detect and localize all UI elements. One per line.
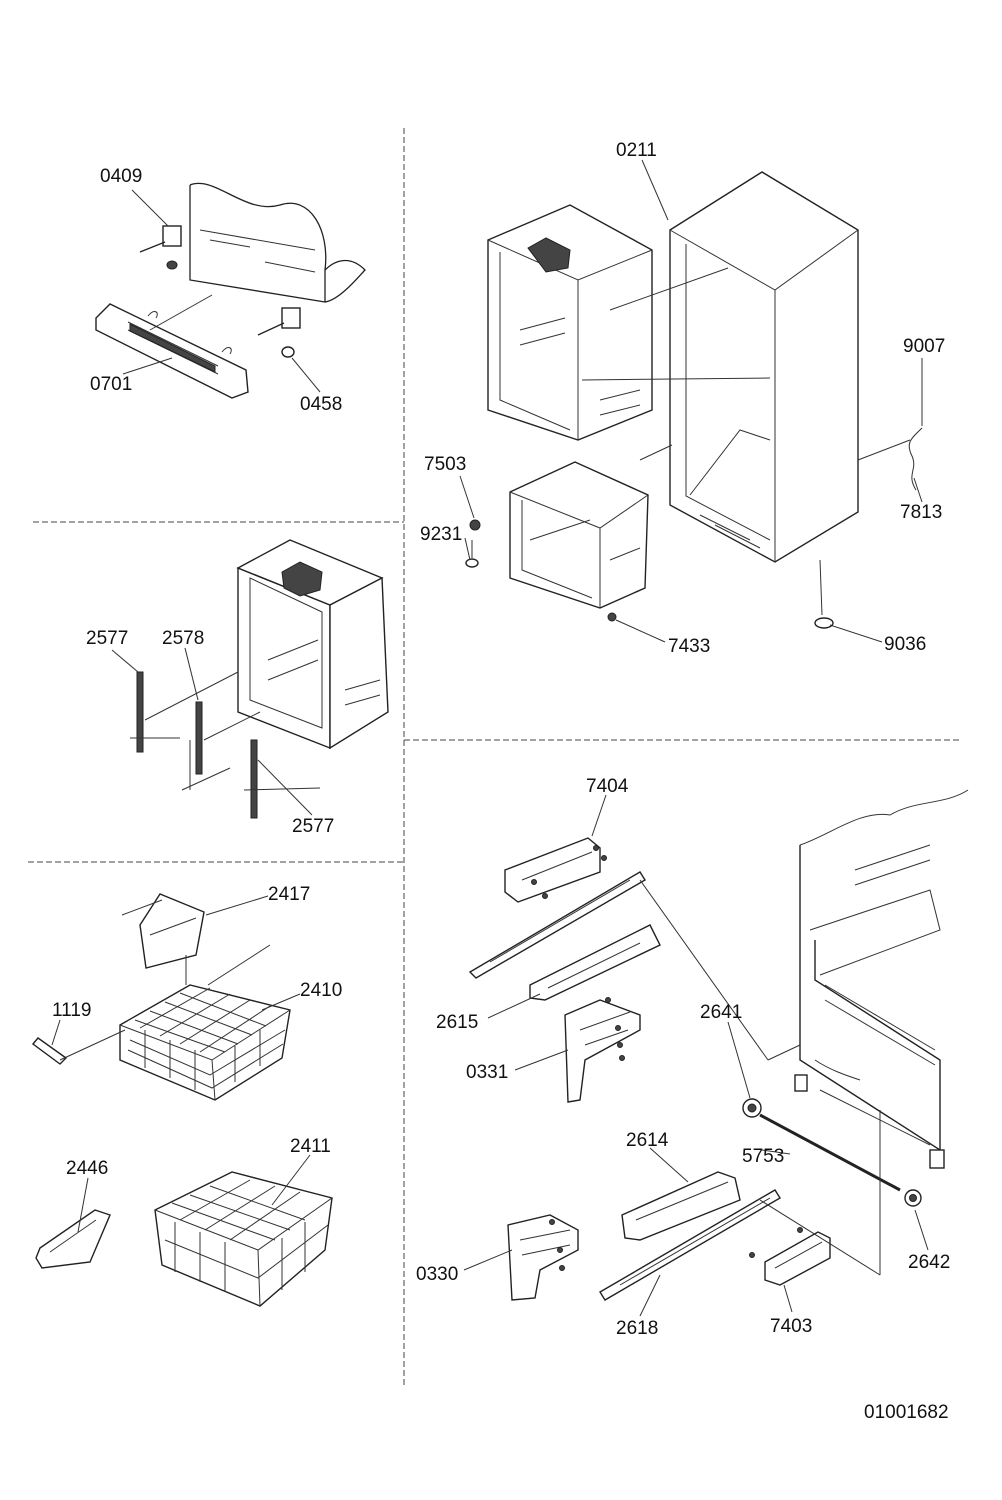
section-a-front-bracket: [95, 182, 366, 399]
label-2577-top: 2577: [86, 628, 128, 649]
label-2618: 2618: [616, 1318, 658, 1339]
drawing-number: 01001682: [864, 1402, 949, 1423]
section-b-liner-rails: [130, 539, 389, 819]
label-0458: 0458: [300, 394, 342, 415]
part-labels: 0409 0701 0458 0211 9007 7813 7503 9231 …: [52, 140, 950, 1423]
label-0409: 0409: [100, 166, 142, 187]
label-7433: 7433: [668, 636, 710, 657]
label-2641: 2641: [700, 1002, 742, 1023]
leader-lines: [51, 159, 929, 1317]
section-d-cabinet: [465, 171, 923, 629]
label-2417: 2417: [268, 884, 310, 905]
label-2615: 2615: [436, 1012, 478, 1033]
label-0330: 0330: [416, 1264, 458, 1285]
label-2578: 2578: [162, 628, 204, 649]
section-dividers: [28, 128, 962, 1385]
label-5753: 5753: [742, 1146, 784, 1167]
label-9231: 9231: [420, 524, 462, 545]
label-2411: 2411: [290, 1136, 331, 1157]
label-2577-bottom: 2577: [292, 816, 334, 837]
label-9007: 9007: [903, 336, 945, 357]
label-9036: 9036: [884, 634, 926, 655]
label-7403: 7403: [770, 1316, 812, 1337]
label-2410: 2410: [300, 980, 342, 1001]
label-7404: 7404: [586, 776, 629, 797]
label-0211: 0211: [616, 140, 657, 161]
label-0331: 0331: [466, 1062, 508, 1083]
label-7813: 7813: [900, 502, 942, 523]
label-2642: 2642: [908, 1252, 950, 1273]
label-7503: 7503: [424, 454, 466, 475]
section-c-baskets: [31, 893, 333, 1307]
label-0701: 0701: [90, 374, 132, 395]
label-2446: 2446: [66, 1158, 108, 1179]
label-2614: 2614: [626, 1130, 669, 1151]
label-1119: 1119: [52, 1000, 91, 1021]
section-e-slides: [468, 789, 969, 1301]
basket-2411: [154, 1171, 333, 1307]
basket-2410: [119, 984, 291, 1101]
